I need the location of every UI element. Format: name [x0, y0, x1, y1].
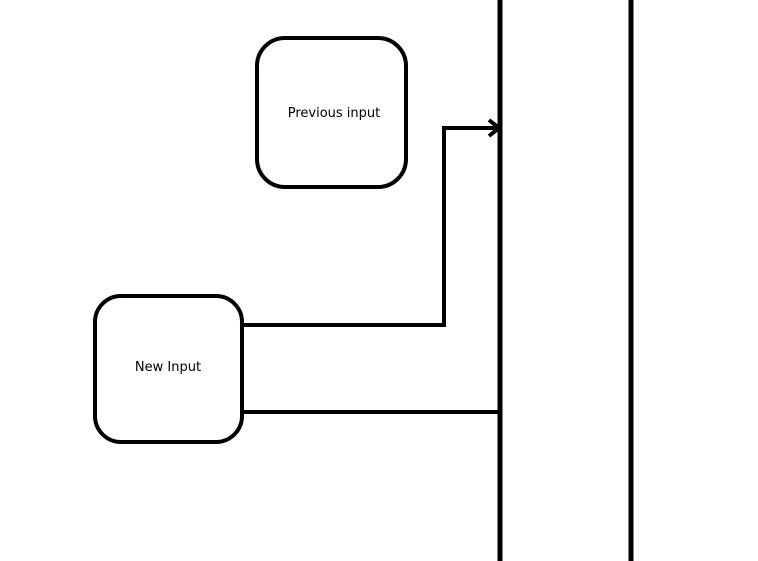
- connector-arrowhead: [487, 118, 503, 138]
- previous-input-label: Previous input: [288, 106, 381, 121]
- new-input-node: New Input: [93, 294, 244, 444]
- previous-input-box: [255, 36, 408, 189]
- new-input-elbow-connector: [242, 126, 498, 327]
- new-input-label: New Input: [135, 360, 201, 375]
- new-input-box: [93, 294, 244, 444]
- previous-input-node: Previous input: [255, 36, 408, 189]
